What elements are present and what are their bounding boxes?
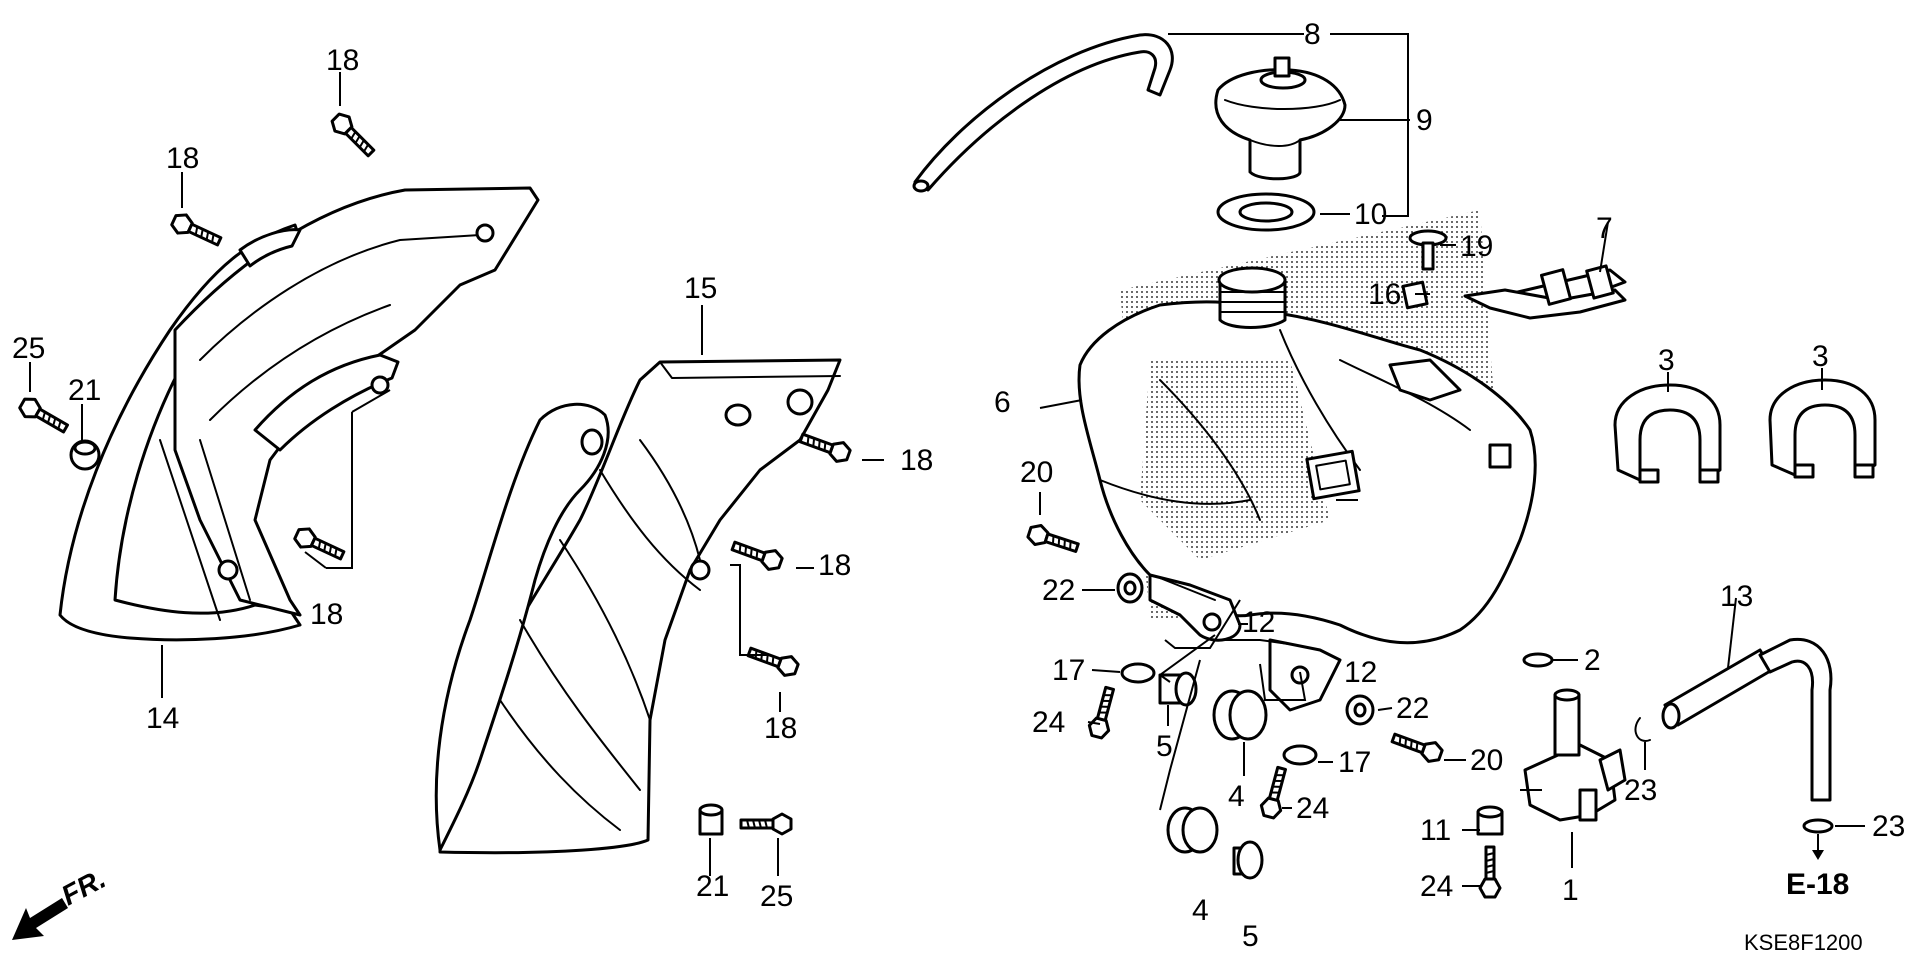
fuel-cap-part-9 [1214, 56, 1347, 181]
callout-20: 20 [1470, 744, 1503, 777]
bolt-part-24-a [1085, 684, 1121, 741]
bolt-part-25-a [15, 393, 73, 439]
callout-22: 22 [1396, 692, 1429, 725]
callout-3: 3 [1812, 340, 1829, 373]
bolt-part-20-b [1388, 727, 1446, 766]
callout-labels: 18 18 25 21 18 14 15 18 18 18 21 25 6 20… [12, 18, 1905, 955]
callout-20: 20 [1020, 456, 1053, 489]
nut-part-11 [1476, 805, 1504, 836]
leader-lines [29, 33, 1865, 887]
screw-part-19 [1408, 229, 1448, 271]
callout-23: 23 [1872, 810, 1905, 843]
callout-2: 2 [1584, 644, 1601, 677]
callout-13: 13 [1720, 580, 1753, 613]
callout-8: 8 [1304, 18, 1321, 51]
callout-18: 18 [764, 712, 797, 745]
bolt-part-18-b [168, 209, 225, 252]
callout-9: 9 [1416, 104, 1433, 137]
nut-part-17-b [1282, 744, 1318, 766]
callout-6: 6 [994, 386, 1011, 419]
fuel-valve-part-1 [1523, 688, 1627, 822]
clip-part-23-b [1802, 818, 1834, 834]
callout-12: 12 [1344, 656, 1377, 689]
collar-part-5-a [1158, 671, 1198, 707]
washer-part-22-a [1116, 572, 1144, 604]
callout-11: 11 [1420, 814, 1451, 847]
bolt-part-18-a [327, 109, 380, 162]
callout-1: 1 [1562, 874, 1579, 907]
callout-4: 4 [1228, 780, 1245, 813]
bolt-part-20-a [1024, 521, 1082, 559]
callout-16: 16 [1368, 278, 1401, 311]
bushing-part-4-a [1212, 689, 1268, 741]
breather-hose-part-8 [912, 33, 1174, 193]
front-direction-indicator: FR. [12, 863, 111, 940]
callout-18: 18 [326, 44, 359, 77]
reference-e18: E-18 [1786, 868, 1849, 901]
fuel-line-part-13 [1661, 637, 1833, 802]
rubber-clip-part-3-b [1768, 378, 1877, 479]
callout-4: 4 [1192, 894, 1209, 927]
cap-gasket-part-10 [1216, 192, 1316, 232]
nut-part-21-a [69, 439, 101, 471]
callout-18: 18 [900, 444, 933, 477]
bolt-part-24-b [1257, 764, 1293, 821]
rubber-clip-part-3-a [1613, 383, 1722, 484]
washer-part-2 [1522, 652, 1554, 668]
bolt-part-25-b [739, 812, 793, 836]
callout-5: 5 [1156, 730, 1173, 763]
callout-3: 3 [1658, 344, 1675, 377]
callout-7: 7 [1596, 212, 1613, 245]
bolt-part-24-c [1478, 845, 1502, 899]
washer-part-22-b [1345, 694, 1375, 726]
callout-21: 21 [68, 374, 101, 407]
callout-5: 5 [1242, 920, 1259, 953]
bracket-part-7 [1463, 264, 1627, 320]
nut-part-17-a [1120, 662, 1156, 684]
callout-12: 12 [1242, 606, 1275, 639]
callout-22: 22 [1042, 574, 1075, 607]
callout-24: 24 [1420, 870, 1453, 903]
callout-17: 17 [1052, 654, 1085, 687]
callout-10: 10 [1354, 198, 1387, 231]
callout-19: 19 [1460, 230, 1493, 263]
callout-25: 25 [760, 880, 793, 913]
callout-23: 23 [1624, 774, 1657, 807]
callout-25: 25 [12, 332, 45, 365]
callout-17: 17 [1338, 746, 1371, 779]
callout-15: 15 [684, 272, 717, 305]
callout-18: 18 [818, 549, 851, 582]
callout-18: 18 [310, 598, 343, 631]
callout-18: 18 [166, 142, 199, 175]
nut-part-21-b [698, 803, 724, 836]
right-shroud-part-14 [58, 186, 540, 642]
bolt-part-18-e [728, 535, 786, 574]
callout-24: 24 [1296, 792, 1329, 825]
fuel-tank-part-6 [1077, 210, 1537, 645]
tank-mount-bracket-part-12-b [1268, 638, 1342, 712]
callout-14: 14 [146, 702, 179, 735]
bolt-part-18-f [744, 641, 802, 680]
side-cover-part-15 [434, 358, 842, 855]
bolt-part-18-d [796, 427, 854, 466]
diagram-code: KSE8F1200 [1744, 930, 1863, 955]
bolt-part-18-c [291, 523, 348, 566]
collar-part-5-b [1232, 840, 1264, 880]
bushing-part-4-b [1166, 806, 1219, 854]
clip-part-23-a [1634, 717, 1651, 742]
callout-24: 24 [1032, 706, 1065, 739]
callout-21: 21 [696, 870, 729, 903]
